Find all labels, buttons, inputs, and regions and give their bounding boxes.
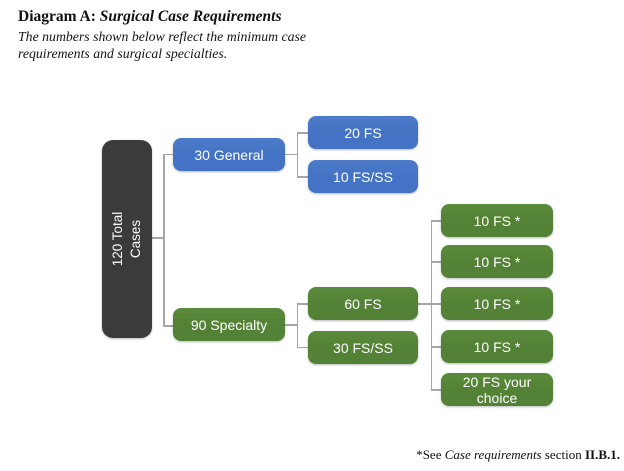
node-fs-child-3: 10 FS * bbox=[441, 287, 553, 320]
connector-to-20fs bbox=[296, 132, 309, 134]
node-30-fs-ss: 30 FS/SS bbox=[308, 331, 418, 364]
connector-60fs-stub bbox=[418, 303, 442, 305]
connector-general-stub bbox=[285, 153, 298, 156]
node-fs-child-4-label: 10 FS * bbox=[473, 338, 521, 355]
footnote-middle: section bbox=[541, 447, 585, 462]
connector-to-fs-child-2 bbox=[430, 261, 442, 263]
node-30-general-label: 30 General bbox=[194, 146, 264, 163]
subtitle-line-1: The numbers shown below reflect the mini… bbox=[18, 29, 307, 44]
footnote: *See Case requirements section II.B.1. bbox=[416, 447, 620, 463]
subtitle-line-2: requirements and surgical specialties. bbox=[18, 46, 228, 61]
connector-to-fs-child-4 bbox=[430, 346, 442, 348]
connector-specialty-vertical bbox=[296, 303, 298, 348]
node-60-fs: 60 FS bbox=[308, 287, 418, 320]
connector-specialty-stub bbox=[285, 324, 298, 326]
connector-to-fs-child-5 bbox=[430, 389, 442, 391]
connector-to-fs-child-1 bbox=[430, 220, 442, 222]
connector-to-60fs bbox=[296, 303, 309, 305]
node-20-fs: 20 FS bbox=[308, 116, 418, 149]
page-title-prefix: Diagram A: bbox=[18, 8, 100, 25]
connector-general-vertical bbox=[296, 132, 298, 178]
node-total-cases-label: 120 Total Cases bbox=[102, 140, 152, 338]
connector-60fs-vertical bbox=[430, 220, 432, 390]
node-fs-child-1-label: 10 FS * bbox=[473, 212, 521, 229]
node-fs-child-5: 20 FS your choice bbox=[441, 373, 553, 406]
node-60-fs-label: 60 FS bbox=[344, 295, 382, 312]
connector-to-specialty bbox=[163, 325, 174, 327]
node-90-specialty-label: 90 Specialty bbox=[190, 316, 268, 333]
node-20-fs-label: 20 FS bbox=[344, 124, 382, 141]
connector-to-10fsss bbox=[296, 176, 309, 178]
node-fs-child-1: 10 FS * bbox=[441, 204, 553, 237]
total-cases-line-2: Cases bbox=[128, 219, 143, 259]
footnote-prefix: *See bbox=[416, 447, 445, 462]
node-10-fs-ss: 10 FS/SS bbox=[308, 160, 418, 193]
page-subtitle: The numbers shown below reflect the mini… bbox=[18, 28, 306, 62]
node-fs-child-4: 10 FS * bbox=[441, 330, 553, 363]
connector-trunk-stub bbox=[152, 237, 164, 239]
page-title-emphasis: Surgical Case Requirements bbox=[99, 8, 282, 25]
connector-to-30fsss bbox=[296, 346, 309, 349]
node-total-cases: 120 Total Cases bbox=[102, 140, 152, 338]
node-fs-child-2: 10 FS * bbox=[441, 245, 553, 278]
node-fs-child-2-label: 10 FS * bbox=[473, 253, 521, 270]
node-fs-child-3-label: 10 FS * bbox=[473, 295, 521, 312]
node-30-fs-ss-label: 30 FS/SS bbox=[333, 339, 393, 356]
connector-trunk-vertical bbox=[163, 153, 165, 327]
node-10-fs-ss-label: 10 FS/SS bbox=[333, 168, 393, 185]
page-title: Diagram A: Surgical Case Requirements bbox=[18, 8, 282, 26]
connector-to-general bbox=[163, 153, 174, 156]
total-cases-line-1: 120 Total bbox=[110, 211, 126, 267]
node-90-specialty: 90 Specialty bbox=[173, 308, 285, 341]
footnote-section: II.B.1. bbox=[584, 447, 620, 462]
footnote-reference: Case requirements bbox=[444, 447, 542, 462]
node-30-general: 30 General bbox=[173, 138, 285, 171]
node-fs-child-5-label: 20 FS your choice bbox=[462, 373, 532, 406]
